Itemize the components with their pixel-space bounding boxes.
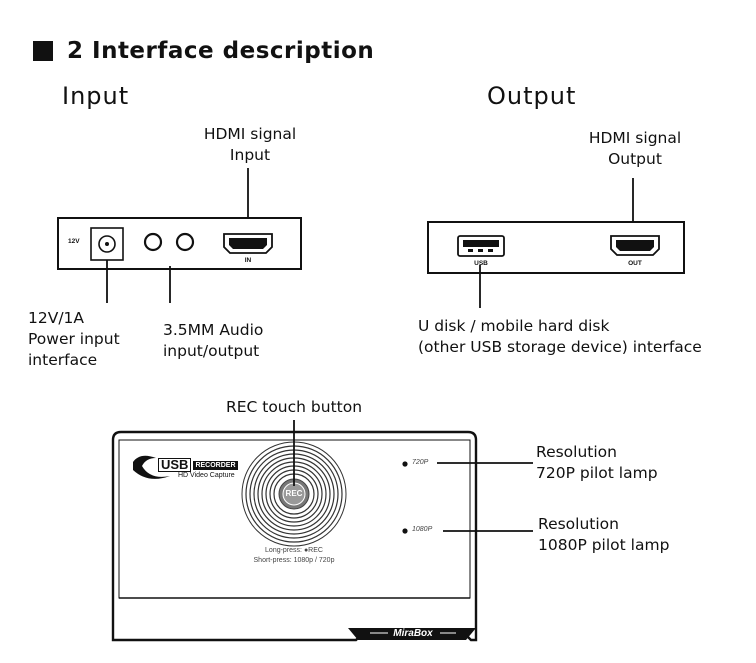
input-title: Input: [62, 82, 130, 110]
output-title: Output: [487, 82, 577, 110]
usb-interface-label: U disk / mobile hard disk (other USB sto…: [418, 317, 702, 356]
logo-recorder-text: RECORDER: [193, 460, 238, 470]
device-logo: USB RECORDER: [158, 458, 238, 472]
output-panel: [427, 178, 685, 308]
logo-swirl-icon: [133, 455, 170, 479]
section-heading: 2 Interface description: [33, 38, 374, 64]
rec-touch-button[interactable]: [241, 441, 347, 547]
rec-button-label: REC touch button: [225, 398, 363, 416]
lamp-1080-dot: [402, 528, 408, 534]
input-panel: [57, 168, 302, 303]
port-usb-label: USB: [474, 260, 488, 267]
heading-text: 2 Interface description: [67, 38, 375, 64]
lamp-1080-label: 1080P: [412, 526, 433, 533]
output-hdmi-label: HDMI signal Output: [588, 129, 682, 168]
audio-jack-1: [143, 232, 163, 252]
rec-button-text: REC: [285, 489, 303, 498]
logo-subtitle: HD Video Capture: [178, 472, 235, 479]
brand-text: MiraBox: [393, 628, 433, 639]
usb-port-icon: [457, 235, 505, 257]
lamp-720-label: 720P: [412, 459, 429, 466]
power-input-label: 12V/1A Power input interface: [28, 309, 120, 369]
res-1080-label: Resolution 1080P pilot lamp: [538, 515, 670, 554]
audio-label: 3.5MM Audio input/output: [163, 321, 264, 360]
logo-usb-text: USB: [158, 458, 192, 472]
audio-jack-2: [175, 232, 195, 252]
rec-hint-shortpress: Short-press: 1080p / 720p: [253, 557, 335, 564]
front-panel: [111, 420, 533, 642]
hdmi-out-port-icon: [610, 235, 660, 256]
heading-square-icon: [33, 41, 53, 61]
port-out-label: OUT: [628, 260, 642, 267]
port-12v-label: 12V: [68, 238, 80, 245]
res-720-label: Resolution 720P pilot lamp: [536, 443, 658, 482]
lamp-720-dot: [402, 461, 408, 467]
input-hdmi-label: HDMI signal Input: [203, 125, 297, 164]
rec-hint-longpress: Long-press: ●REC: [265, 547, 323, 554]
port-in-label: IN: [244, 257, 252, 264]
hdmi-in-port-icon: [223, 233, 273, 254]
